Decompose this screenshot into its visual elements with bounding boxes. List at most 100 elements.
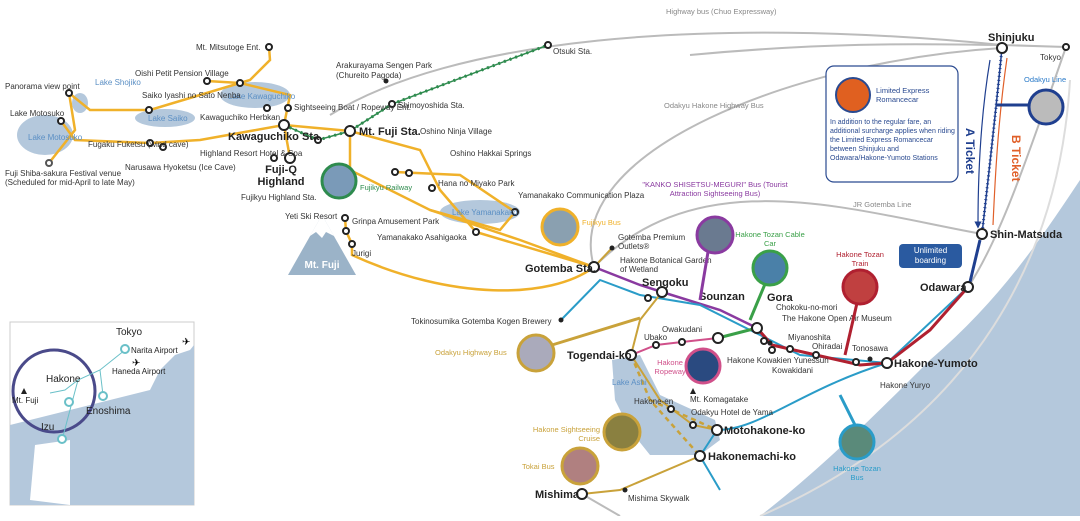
fujikyu-railway-photo <box>320 162 358 200</box>
a-ticket-arrow <box>974 59 991 229</box>
places-komagatake-label: Mt. Komagatake <box>690 395 749 404</box>
tickets-unlimited-label: Unlimited boarding <box>913 246 948 265</box>
places-fujikyu-highland-sta-label: Fujikyu Highland Sta. <box>241 193 317 202</box>
places-brewery-label: Tokinosumika Gotemba Kogen Brewery <box>411 317 552 326</box>
places-yumoto-label: Hakone-Yumoto <box>894 358 978 370</box>
places-open-air-label: The Hakone Open Air Museum <box>782 314 892 323</box>
inset-haneda-label: Haneda Airport <box>112 367 166 376</box>
places-motosuko-label: Lake Motosuko <box>10 109 65 118</box>
jr-mishima <box>581 493 621 517</box>
places-hakkai-label: Oshino Hakkai Springs <box>450 149 531 158</box>
places-shimoyoshida-label: Shimoyoshida Sta. <box>398 101 465 110</box>
fujikyu-bus-photo <box>540 207 580 247</box>
places-narusawa-label: Narusawa Hyoketsu (Ice Cave) <box>125 163 236 172</box>
lake-kawaguchiko-label: Lake Kawaguchiko <box>228 92 296 101</box>
b-ticket-arrow <box>992 57 1008 226</box>
highway-bus-route <box>329 31 1067 116</box>
places-togendai-label: Togendai-ko <box>567 350 632 362</box>
hakone-area-circle <box>11 348 97 434</box>
jr-gotemba-line <box>593 200 983 268</box>
places-grinpa-label: Grinpa Amusement Park <box>352 217 440 226</box>
places-arakurayama-2-label: (Chureito Pagoda) <box>336 71 402 80</box>
odakyu-hakone-highway-bus-label: Odakyu Hakone Highway Bus <box>664 101 764 110</box>
kanko-bus-photo <box>695 215 735 255</box>
places-hakonemachi-label: Hakonemachi-ko <box>708 451 796 463</box>
transport-cable-car-label: Hakone Tozan Cable Car <box>735 230 805 248</box>
places-mtfuji-sta-label: Mt. Fuji Sta. <box>359 126 421 138</box>
inset-enoshima-label: Enoshima <box>86 406 131 417</box>
places-hana-label: Hana no Miyako Park <box>438 179 515 188</box>
transport-tozan-bus-label: Hakone Tozan Bus <box>833 464 881 482</box>
places-outlets-label: Gotemba Premium Outlets® <box>618 233 686 251</box>
coast-curve <box>759 79 1071 517</box>
places-highland-resort-label: Highland Resort Hotel & Spa <box>200 149 303 158</box>
odakyu-line-photo <box>1027 88 1065 126</box>
places-owakudani-label: Owakudani <box>662 325 702 334</box>
cable-car-photo <box>751 249 789 287</box>
places-fujiq-label: Fuji-Q Highland <box>257 164 305 188</box>
places-fugaku-label: Fugaku Fuketsu (wind cave) <box>88 140 189 149</box>
tozan-bus-photo <box>838 423 876 461</box>
places-ubako-label: Ubako <box>644 333 668 342</box>
jr-line-upper <box>689 43 1003 56</box>
unlimited-boarding-badge <box>899 244 962 268</box>
places-botanical-label: Hakone Botanical Garden of Wetland <box>620 256 712 274</box>
highway-bus-label: Highway bus (Chuo Expressway) <box>666 7 777 16</box>
places-ninja-label: Oshino Ninja Village <box>420 127 492 136</box>
places-arakurayama-1-label: Arakurayama Sengen Park <box>336 61 433 70</box>
tozan-train-photo <box>841 268 879 306</box>
places-gotemba-label: Gotemba Sta. <box>525 263 596 275</box>
lake-shojiko-label: Lake Shojiko <box>95 78 141 87</box>
places-tonosawa-label: Tonosawa <box>852 344 889 353</box>
places-panorama-label: Panorama view point <box>5 82 80 91</box>
highway-bus-photo <box>516 333 556 373</box>
lake-motosuko-label: Lake Motosuko <box>28 133 83 142</box>
places-gora-label: Gora <box>767 292 794 304</box>
places-kowakidani-label: Kowakidani <box>772 366 813 375</box>
places-saiko-iyashi-label: Saiko Iyashi no Sato Nenba <box>142 91 241 100</box>
transport-fujikyu-bus-label: Fujikyu Bus <box>582 218 621 227</box>
mt-fuji-illustration: Mt. Fuji <box>288 215 356 275</box>
places-comm-plaza-label: Yamanakako Communication Plaza <box>518 191 645 200</box>
airplane-icon: ✈ <box>182 337 190 348</box>
cruise-route <box>629 354 718 457</box>
places-chokoku-label: Chokoku-no-mori <box>776 303 838 312</box>
transport-kanko-bus-label: "KANKO SHISETSU-MEGURI" Bus (Tourist Att… <box>642 180 788 198</box>
places-hotel-yama-label: Odakyu Hotel de Yama <box>691 408 774 417</box>
places-sounzan-label: Sounzan <box>699 291 745 303</box>
places-tokyo-label: Tokyo <box>1040 53 1061 62</box>
places-jurigi-label: Jurigi <box>352 249 371 258</box>
inset-map: ✈ ✈ Tokyo Narita Airport Haneda Airport … <box>9 321 195 506</box>
places-herbkan-label: Kawaguchiko Herbkan <box>200 113 280 122</box>
transport-odakyu-line-label: Odakyu Line <box>1024 75 1066 84</box>
places-sightseeing-boat-label: Sightseeing Boat / Ropeway Ent. <box>294 103 411 112</box>
places-shinjuku-label: Shinjuku <box>988 32 1034 44</box>
places-miyanoshita-label: Miyanoshita <box>788 333 831 342</box>
places-oishi-label: Oishi Petit Pension Village <box>135 69 229 78</box>
odakyu-highway-bus-route <box>589 47 1003 268</box>
places-hakone-en-label: Hakone-en <box>634 397 673 406</box>
places-ohiradai-label: Ohiradai <box>812 342 842 351</box>
ropeway-photo <box>684 347 722 385</box>
places-mitsutoge-label: Mt. Mitsutoge Ent. <box>196 43 260 52</box>
places-otsuki-label: Otsuki Sta. <box>553 47 592 56</box>
mt-fuji-label: Mt. Fuji <box>305 260 340 271</box>
places-shibazakura-1-label: Fuji Shiba-sakura Festival venue <box>5 169 122 178</box>
places-motohakone-label: Motohakone-ko <box>724 425 806 437</box>
mountain-icon <box>690 388 696 394</box>
places-sengoku-label: Sengoku <box>642 277 688 289</box>
inset-izu-label: Izu <box>41 422 54 433</box>
transport-tozan-train-label: Hakone Tozan Train <box>836 250 884 268</box>
transport-highway-bus-label: Odakyu Highway Bus <box>435 348 507 357</box>
places-yuryo-label: Hakone Yuryo <box>880 381 931 390</box>
station-nodes[interactable] <box>45 41 1070 500</box>
transport-tokai-bus-label: Tokai Bus <box>522 462 555 471</box>
inset-mtfuji-label: Mt. Fuji <box>12 396 38 405</box>
ropeway-line <box>630 337 719 356</box>
transport-cruise-label: Hakone Sightseeing Cruise <box>532 425 600 443</box>
places-shinmatsuda-label: Shin-Matsuda <box>990 229 1063 241</box>
transport-ropeway-label: Hakone Ropeway <box>654 358 686 376</box>
places-asahigaoka-label: Yamanakako Asahigaoka <box>377 233 467 242</box>
odakyu-line-base <box>981 47 1003 235</box>
